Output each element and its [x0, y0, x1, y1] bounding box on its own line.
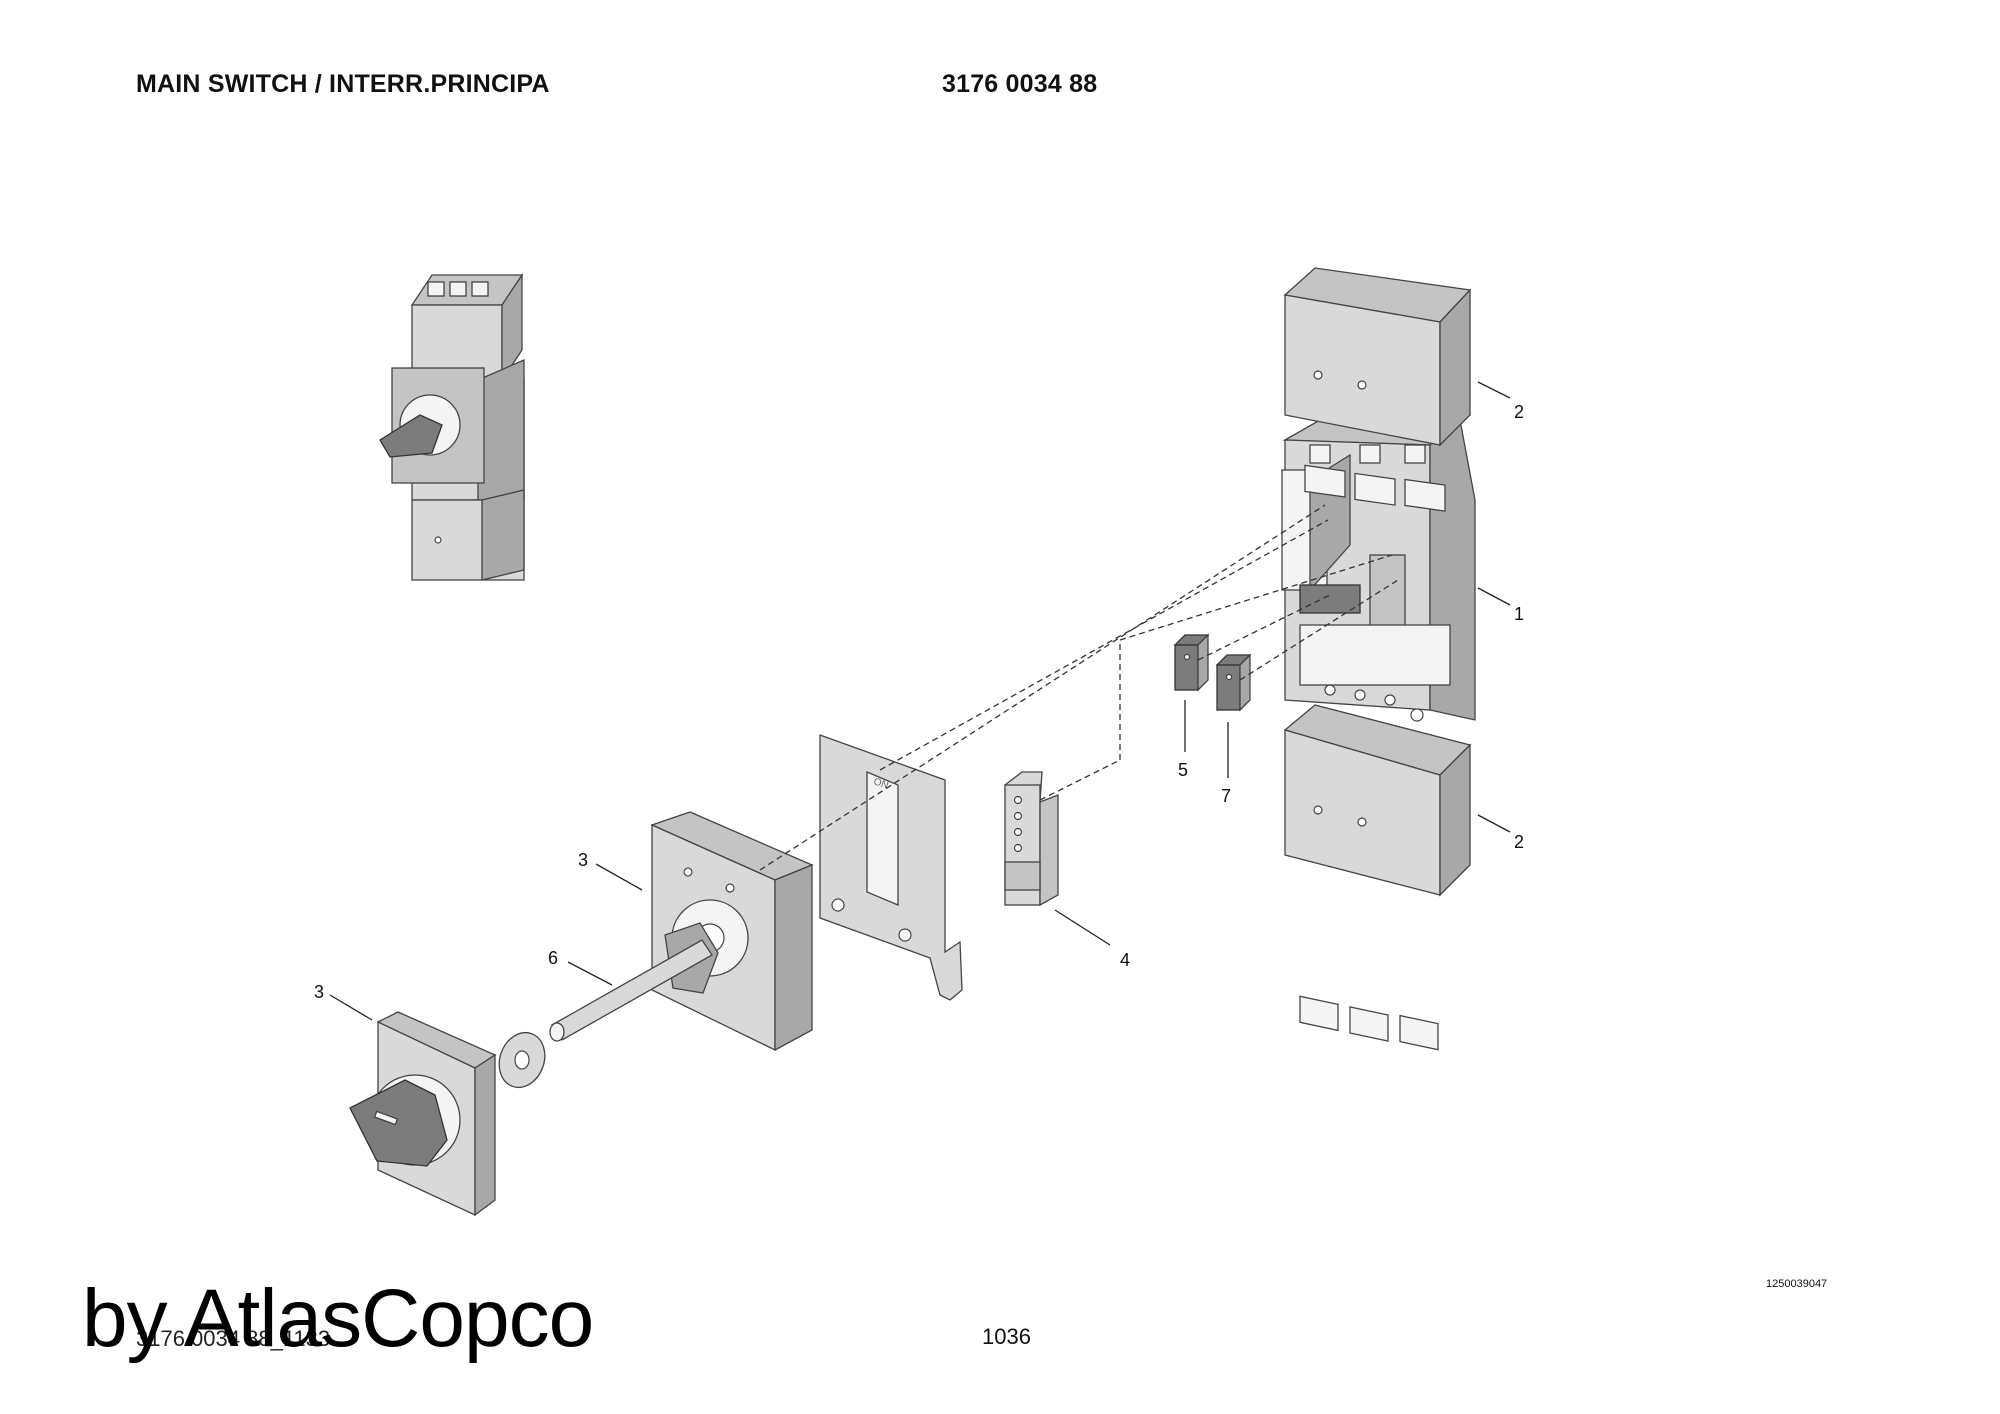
- callout-7: 7: [1221, 786, 1231, 806]
- callout-6: 6: [548, 948, 558, 968]
- circuit-breaker-body: [1281, 418, 1476, 722]
- page-number: 1036: [982, 1324, 1031, 1349]
- rotary-handle: [349, 1011, 497, 1217]
- connector-block: [1004, 771, 1059, 907]
- callout-2-bottom: 2: [1514, 832, 1524, 852]
- callout-3-handle: 3: [314, 982, 324, 1002]
- auxiliary-contact-7: [1215, 653, 1252, 712]
- plate-on-marking: ON: [872, 776, 890, 791]
- bottom-terminal-cover: [1283, 704, 1472, 1051]
- callout-2-top: 2: [1514, 402, 1524, 422]
- auxiliary-contact-5: [1173, 633, 1210, 692]
- part-number: 3176 0034 88: [942, 70, 1098, 98]
- extension-shaft: [549, 939, 713, 1042]
- locking-washer: [498, 1031, 546, 1089]
- page-title: MAIN SWITCH / INTERR.PRINCIPA: [136, 70, 550, 98]
- callout-3-frame: 3: [578, 850, 588, 870]
- door-coupling-frame: [650, 811, 814, 1052]
- callout-4: 4: [1120, 950, 1130, 970]
- assembly-guide-lines: [759, 504, 1399, 871]
- callout-1: 1: [1514, 604, 1524, 624]
- watermark: by AtlasCopco: [82, 1273, 594, 1364]
- reference-code: 1250039047: [1766, 1278, 1828, 1290]
- drawing-id: 3176 0034 88_1133: [136, 1326, 331, 1351]
- assembled-switch-thumbnail: [379, 272, 525, 581]
- top-terminal-cover: [1283, 267, 1472, 512]
- mounting-plate: ON: [819, 734, 963, 1001]
- callout-5: 5: [1178, 760, 1188, 780]
- leader-lines: [329, 381, 1511, 1021]
- callout-labels: 2 1 2 3 6 3 4 5 7: [314, 402, 1524, 1002]
